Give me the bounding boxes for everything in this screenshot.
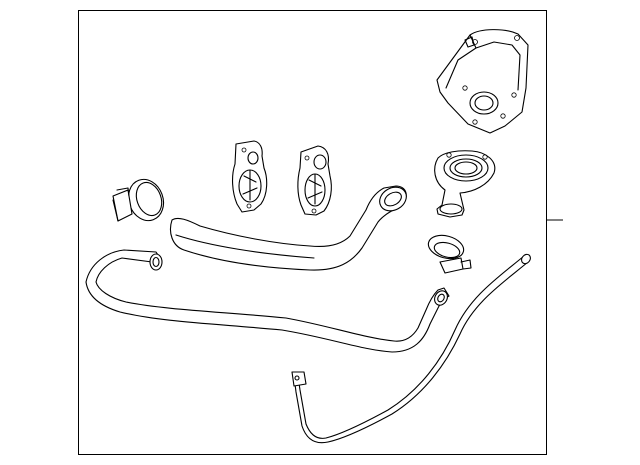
hose-clamp-icon [427, 234, 472, 274]
bracket-icon [297, 145, 332, 216]
heat-shield-icon [436, 29, 529, 134]
diagram-frame [78, 10, 547, 455]
hose-clamp-icon [112, 178, 165, 222]
thermostat-housing-icon [434, 150, 496, 218]
radiator-hose-icon [85, 249, 450, 353]
overflow-tube-icon [291, 253, 531, 444]
radiator-hose-icon [169, 185, 407, 271]
bracket-icon [232, 140, 268, 213]
